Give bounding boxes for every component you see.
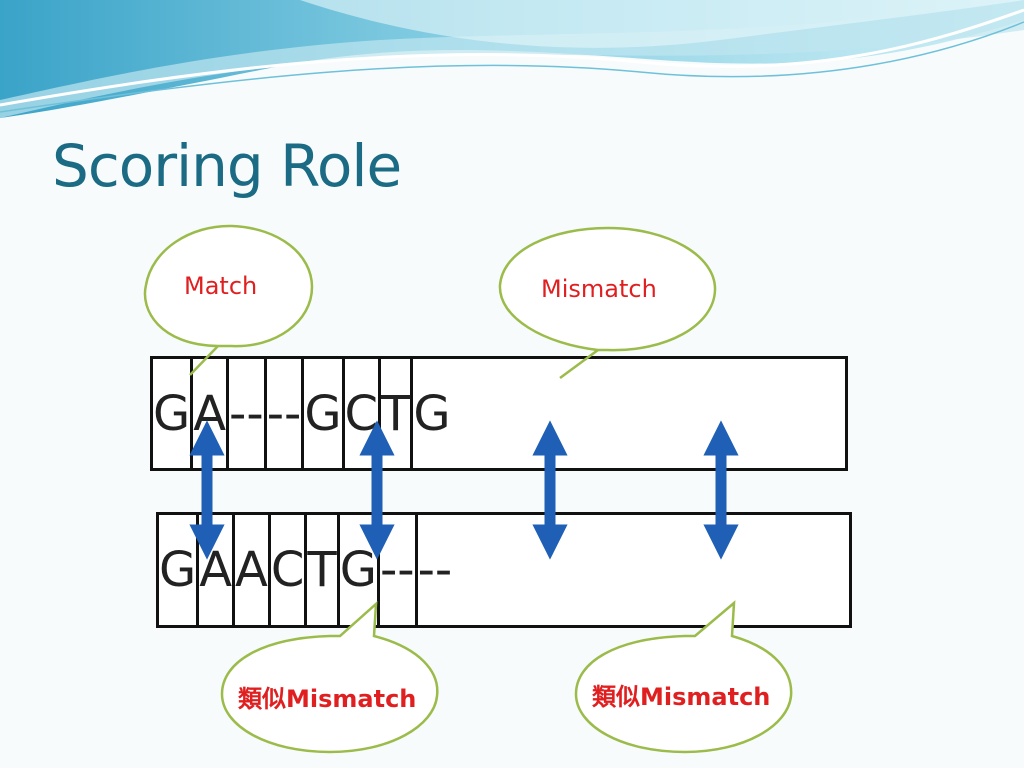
slide-title: Scoring Role (52, 132, 402, 200)
similar-mismatch-callout-bubble-2 (574, 600, 793, 754)
bottom-cell-5: T (307, 515, 340, 625)
mismatch-label: Mismatch (541, 275, 657, 303)
similar-mismatch-label-2: 類似Mismatch (592, 683, 771, 711)
bottom-cell-3: A (235, 515, 271, 625)
bottom-cell-4: C (271, 515, 308, 625)
top-cell-8: G (413, 385, 451, 442)
top-cell-3: -- (229, 359, 267, 468)
mismatch-callout-bubble (498, 226, 717, 380)
match-label: Match (184, 272, 258, 300)
match-callout-bubble (143, 224, 314, 376)
bottom-cell-8: -- (417, 542, 453, 598)
similar-mismatch-callout-bubble-1 (220, 601, 439, 754)
top-cell-5: G (304, 359, 345, 468)
top-cell-1: G (153, 359, 194, 468)
similar-mismatch-label-1: 類似Mismatch (238, 685, 417, 713)
top-cell-4: -- (267, 359, 305, 468)
